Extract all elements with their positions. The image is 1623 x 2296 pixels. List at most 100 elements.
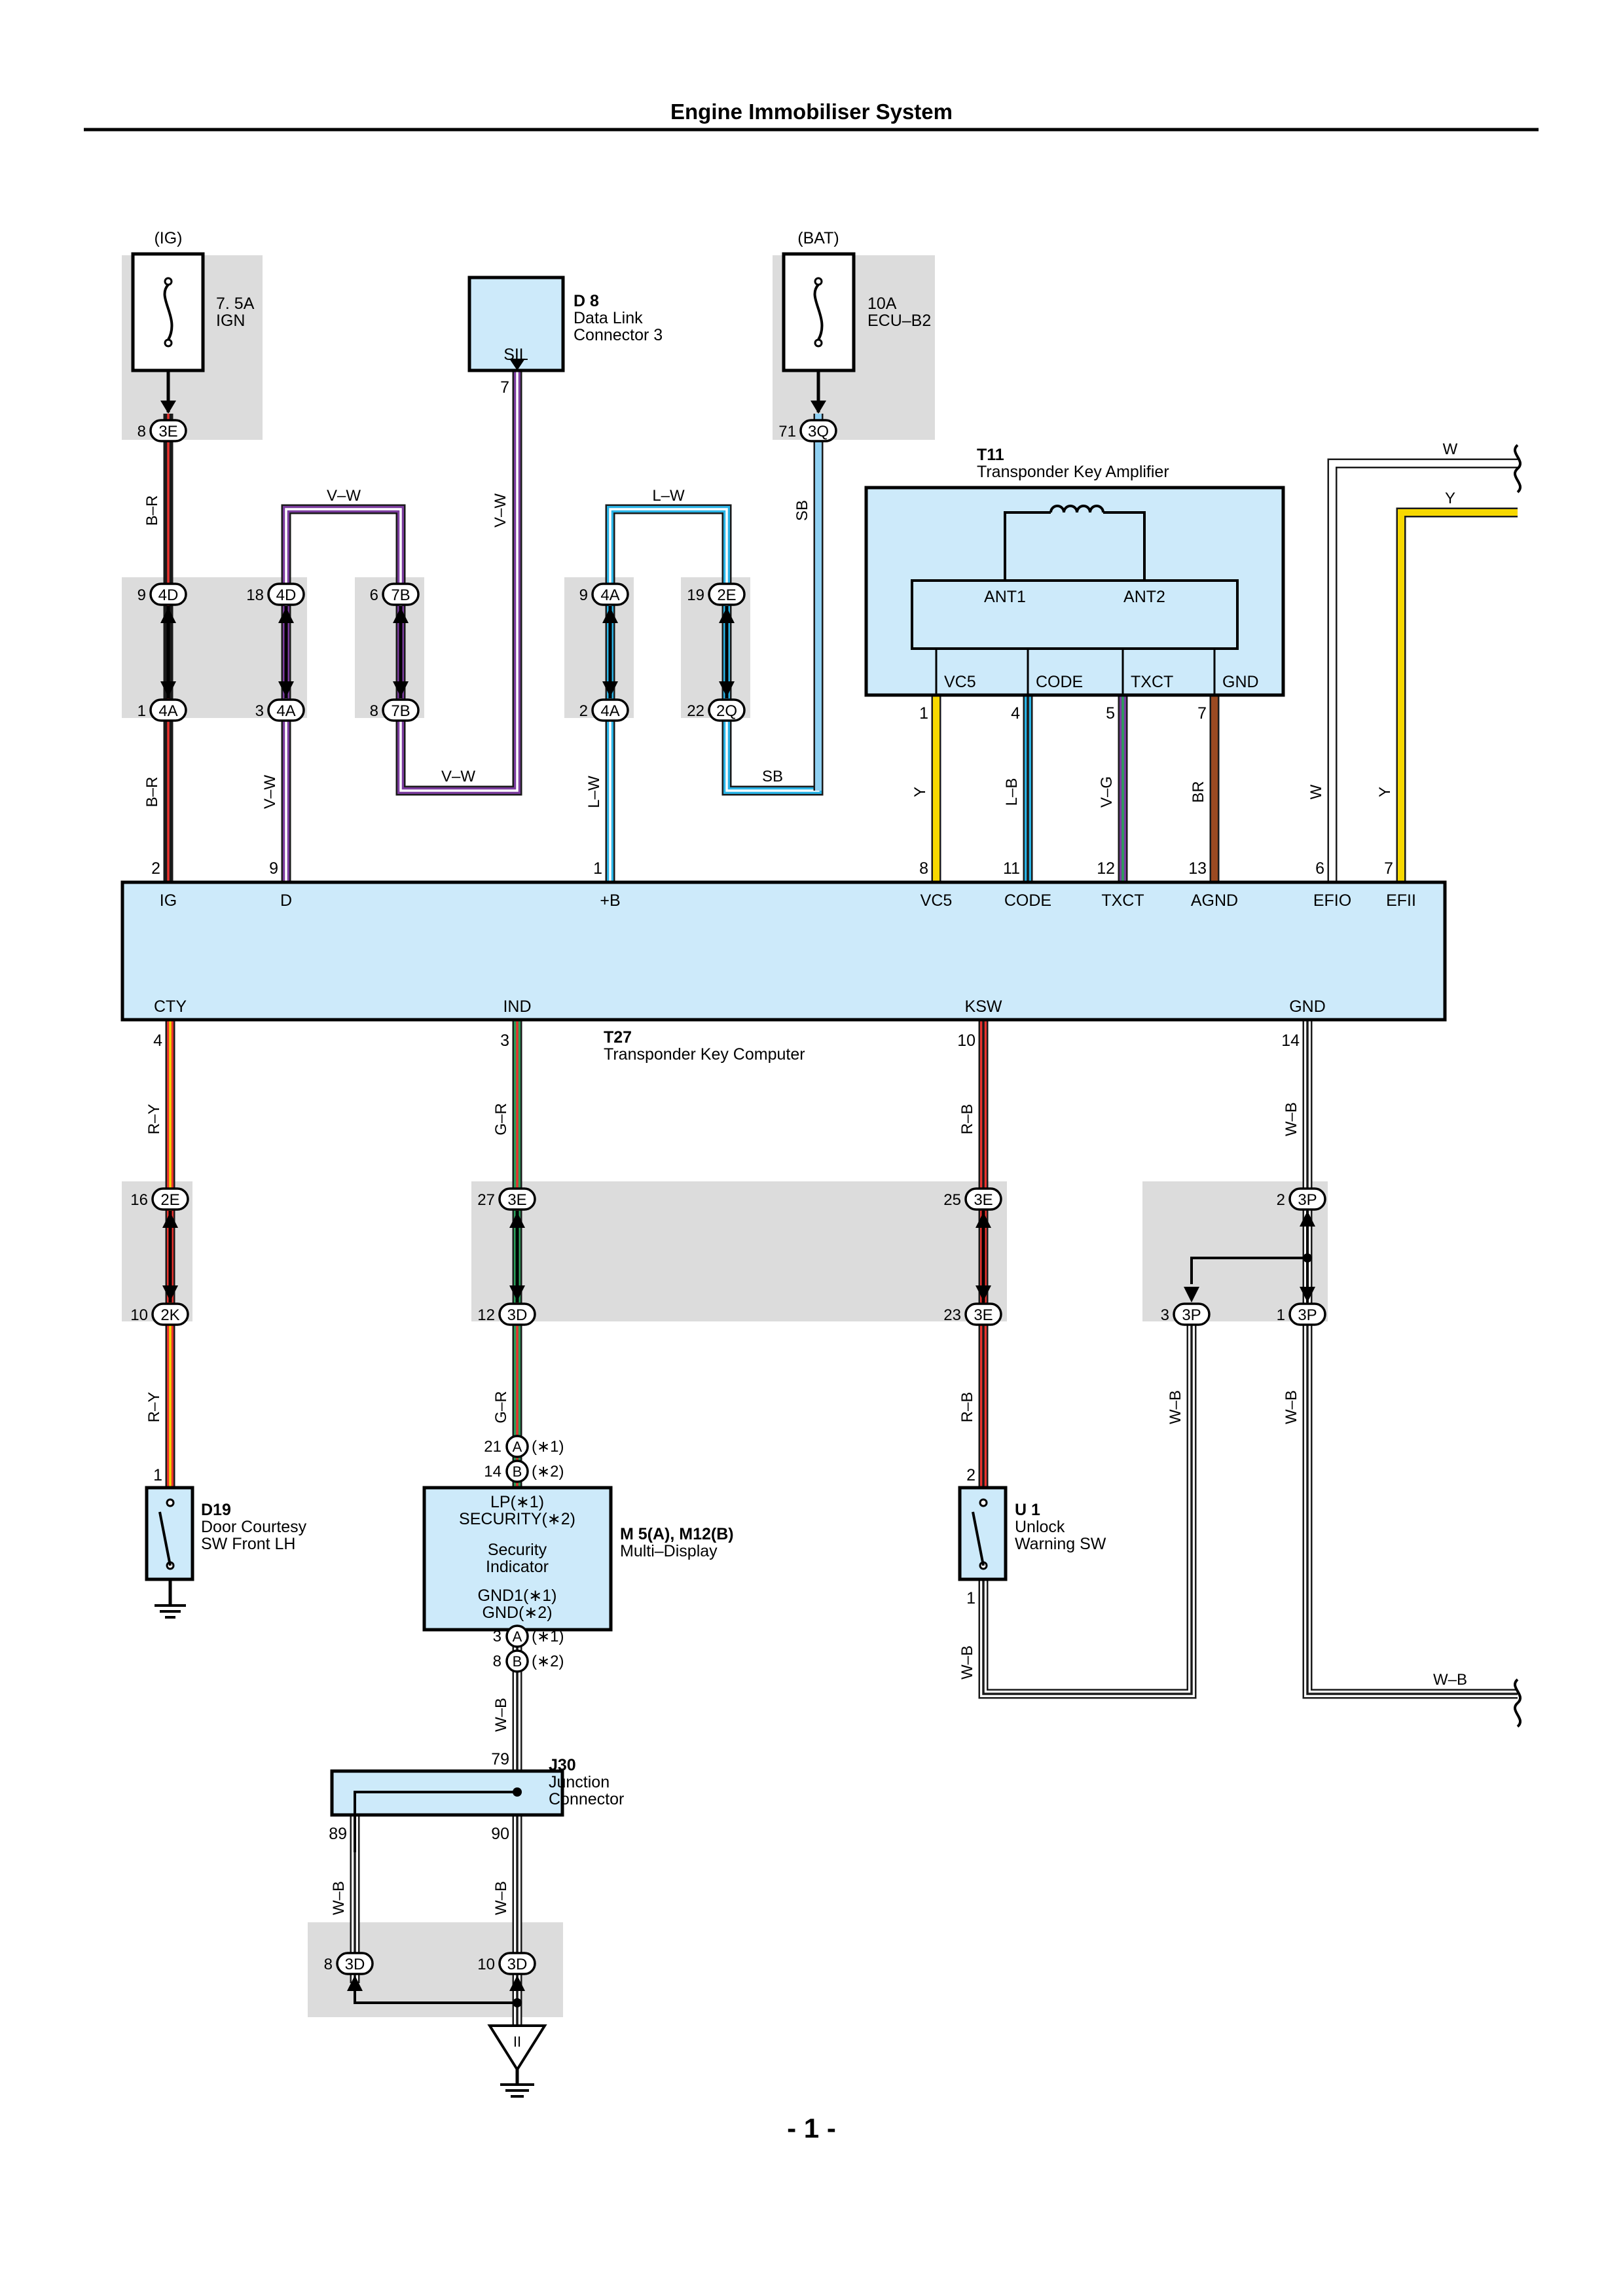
connector-arrow-pair — [393, 606, 409, 698]
connector-badge — [336, 1952, 374, 1975]
wire-break-icon — [1514, 1678, 1522, 1728]
connector-badge — [382, 698, 420, 722]
connector-badge — [591, 583, 629, 606]
connector-3p-pin-3: 3P3 — [1161, 1302, 1211, 1326]
connector-badge — [149, 583, 187, 606]
j30-name1: Junction — [549, 1773, 610, 1791]
wire-break-icon — [1514, 444, 1522, 493]
t27-top-pin-number: 7 — [1384, 859, 1393, 878]
connector-badge — [591, 698, 629, 722]
connector-badge — [964, 1302, 1002, 1326]
wire-label-sb: SB — [793, 500, 811, 521]
connector-label: 3P — [1298, 1306, 1317, 1324]
connector-pin-number: 10 — [130, 1306, 148, 1324]
u1-unlock-warning-switch — [958, 1486, 1008, 1581]
wire-label-g-r: G–R — [492, 1103, 510, 1135]
t27-bottom-pin-number: 3 — [500, 1031, 509, 1050]
wire-label-v-w: V–W — [261, 775, 279, 809]
connector-arrow-pair — [719, 606, 735, 698]
t27-top-pin-label: D — [280, 891, 292, 910]
u1-bottom-pin-number: 1 — [966, 1589, 976, 1607]
connector-pin-number: 27 — [477, 1191, 495, 1209]
t27-bottom-pin-number: 4 — [153, 1031, 162, 1050]
connector-pin-number: 8 — [370, 702, 378, 720]
d8-name1: Data Link — [574, 309, 643, 327]
switch-icon — [158, 1511, 172, 1566]
d8-name2: Connector 3 — [574, 326, 663, 344]
connector-3p-pin-1: 3P1 — [1277, 1302, 1326, 1326]
connector-4a-pin-2: 4A 2 — [579, 698, 629, 722]
connector-label: 4A — [600, 702, 619, 720]
connector-label: 3D — [345, 1956, 365, 1973]
connector-label: 4A — [158, 702, 177, 720]
d8-pin-arrow — [509, 359, 525, 370]
connector-7b-pin-8: 7B8 — [370, 698, 420, 722]
wire-label-v-w: V–W — [492, 493, 509, 528]
m5-multi-display — [422, 1486, 613, 1632]
bat-fuse — [782, 252, 856, 414]
j30-name2: Connector — [549, 1790, 624, 1808]
wire-label-r-y: R–Y — [145, 1104, 163, 1135]
t27-id: T27 — [604, 1028, 632, 1047]
m5-connector-a-badge: A21(∗1) — [484, 1435, 564, 1458]
t11-pin-number: 7 — [1197, 704, 1207, 723]
wire-label-r-y: R–Y — [145, 1392, 163, 1423]
d8-pin-label: SIL — [503, 346, 528, 364]
t27-transponder-key-computer — [120, 880, 1447, 1022]
ground-symbol-label: II — [513, 2034, 521, 2050]
t27-top-pin-number: 13 — [1188, 859, 1207, 878]
connector-label: 3P — [1182, 1306, 1201, 1324]
wire-label-w-top: W — [1443, 440, 1458, 458]
connector-pin-number: 6 — [370, 586, 378, 604]
connector-pin-number: 1 — [137, 702, 146, 720]
connector-badge — [498, 1952, 536, 1975]
j30-junction-connector — [330, 1769, 564, 1852]
connector-arrow-pair — [160, 606, 176, 698]
connector-arrows-3d — [347, 1975, 525, 1991]
connector-badge — [799, 419, 837, 442]
connector-arrow-pair — [278, 606, 294, 698]
wire-label-r-b: R–B — [958, 1104, 976, 1135]
t27-bottom-pin-label: GND — [1289, 997, 1326, 1016]
connector-badge — [149, 698, 187, 722]
j30-pin-90: 90 — [491, 1825, 509, 1843]
svg-text:3: 3 — [493, 1628, 501, 1645]
t11-pin-number: 1 — [919, 704, 928, 723]
t27-bottom-pin-label: IND — [503, 997, 531, 1016]
connector-badge — [498, 1302, 536, 1326]
t27-top-pin-number: 2 — [151, 859, 160, 878]
connector-4a-pin-3: 4A3 — [255, 698, 305, 722]
connector-label: 4D — [158, 586, 179, 604]
connector-badge — [149, 419, 187, 442]
connector-pin-number: 2 — [579, 702, 588, 720]
connector-label: 3D — [507, 1956, 528, 1973]
connector-4d-pin-9: 4D 9 — [137, 583, 187, 606]
t11-pin-gnd: GND — [1222, 673, 1259, 691]
connector-pin-number: 9 — [137, 586, 146, 604]
m5-connector-b-badge: B8(∗2) — [493, 1649, 564, 1673]
t27-top-pin-label: IG — [160, 891, 177, 910]
ground-triangle-icon — [487, 2024, 547, 2072]
t27-top-pin-number: 11 — [1003, 859, 1020, 878]
wire-w-b-gnd — [1302, 1020, 1518, 1699]
wire-label-g-r: G–R — [492, 1391, 510, 1423]
t11-antenna-block — [911, 579, 1239, 650]
u1-top-pin-number: 2 — [966, 1466, 976, 1484]
connector-badge — [708, 583, 746, 606]
connector-label: 2E — [160, 1191, 179, 1209]
connector-pin-number: 3 — [255, 702, 264, 720]
wire-label-w-b: W–B — [1283, 1102, 1300, 1136]
svg-text:8: 8 — [493, 1653, 501, 1670]
wire-label-w-b: W–B — [958, 1645, 976, 1679]
t27-top-pin-label: AGND — [1191, 891, 1238, 910]
connector-pin-number: 71 — [778, 423, 796, 440]
coil-icon — [1049, 505, 1104, 513]
page-number: - 1 - — [787, 2113, 836, 2144]
svg-text:B: B — [513, 1653, 522, 1670]
m5-connector-b-badge: B14(∗2) — [484, 1460, 564, 1483]
u1-name1: Unlock — [1015, 1518, 1065, 1536]
